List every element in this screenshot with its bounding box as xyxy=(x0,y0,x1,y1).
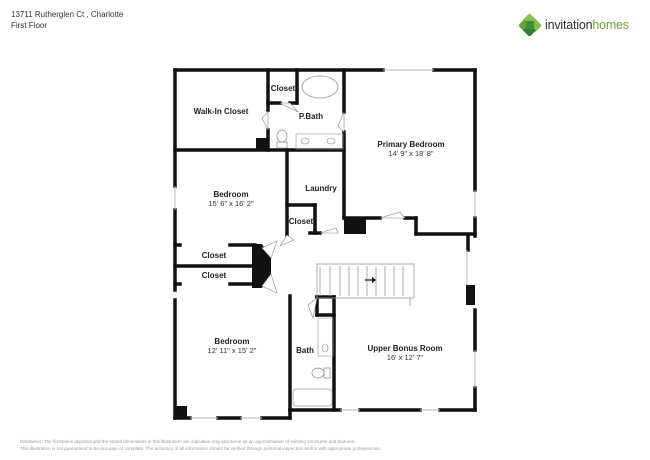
sink-icon xyxy=(300,137,310,145)
tub-icon xyxy=(301,75,339,99)
room-name: Closet xyxy=(288,217,314,226)
room-closet-1: Closet xyxy=(271,84,295,93)
room-walk-in-closet: Walk-In Closet xyxy=(194,107,249,116)
sink-icon xyxy=(321,343,329,353)
room-name: Bedroom xyxy=(214,337,250,346)
disclaimer-line-1: Disclaimer: The floorplans depicted and … xyxy=(20,439,356,444)
room-name: Upper Bonus Room xyxy=(367,344,443,353)
brand-logo: invitationhomes xyxy=(519,14,629,36)
stairs-arrow-icon xyxy=(365,277,376,283)
bath-vanity-icon xyxy=(317,317,334,357)
room-name: Closet xyxy=(270,84,296,93)
room-name: Walk-In Closet xyxy=(193,107,249,116)
room-dims: 15' 6" x 16' 2" xyxy=(208,199,254,208)
room-bath: Bath xyxy=(296,346,314,355)
room-dims: 16' x 12' 7" xyxy=(386,353,424,362)
room-name: Closet xyxy=(201,251,227,260)
room-name: Bedroom xyxy=(213,190,249,199)
room-laundry: Laundry xyxy=(305,184,337,193)
room-name: P.Bath xyxy=(298,112,324,121)
toilet-icon xyxy=(311,367,325,379)
invitation-homes-leaf-icon xyxy=(519,14,541,36)
room-name: Bath xyxy=(296,346,314,355)
floor-label: First Floor xyxy=(11,21,47,30)
logo-text: invitationhomes xyxy=(545,18,629,32)
sink-icon xyxy=(326,137,336,145)
room-name: Laundry xyxy=(305,184,337,193)
vanity-icon xyxy=(295,133,344,150)
room-dims: 12' 11" x 15' 2" xyxy=(207,346,257,355)
room-name: Closet xyxy=(201,271,227,280)
room-dims: 14' 9" x 18' 8" xyxy=(388,149,434,158)
room-closet-2: Closet xyxy=(202,251,226,260)
room-closet-3: Closet xyxy=(202,271,226,280)
room-closet-laundry: Closet xyxy=(289,217,313,226)
disclaimer-line-2: This illustration is not guaranteed to b… xyxy=(20,446,381,451)
logo-text-invitation: invitation xyxy=(545,18,593,32)
toilet-icon xyxy=(276,129,288,143)
property-address: 13711 Rutherglen Ct , Charlotte xyxy=(11,10,124,19)
room-name: Primary Bedroom xyxy=(377,140,445,149)
room-p-bath: P.Bath xyxy=(299,112,323,121)
logo-text-homes: homes xyxy=(592,18,629,32)
bathtub-icon xyxy=(292,388,333,407)
